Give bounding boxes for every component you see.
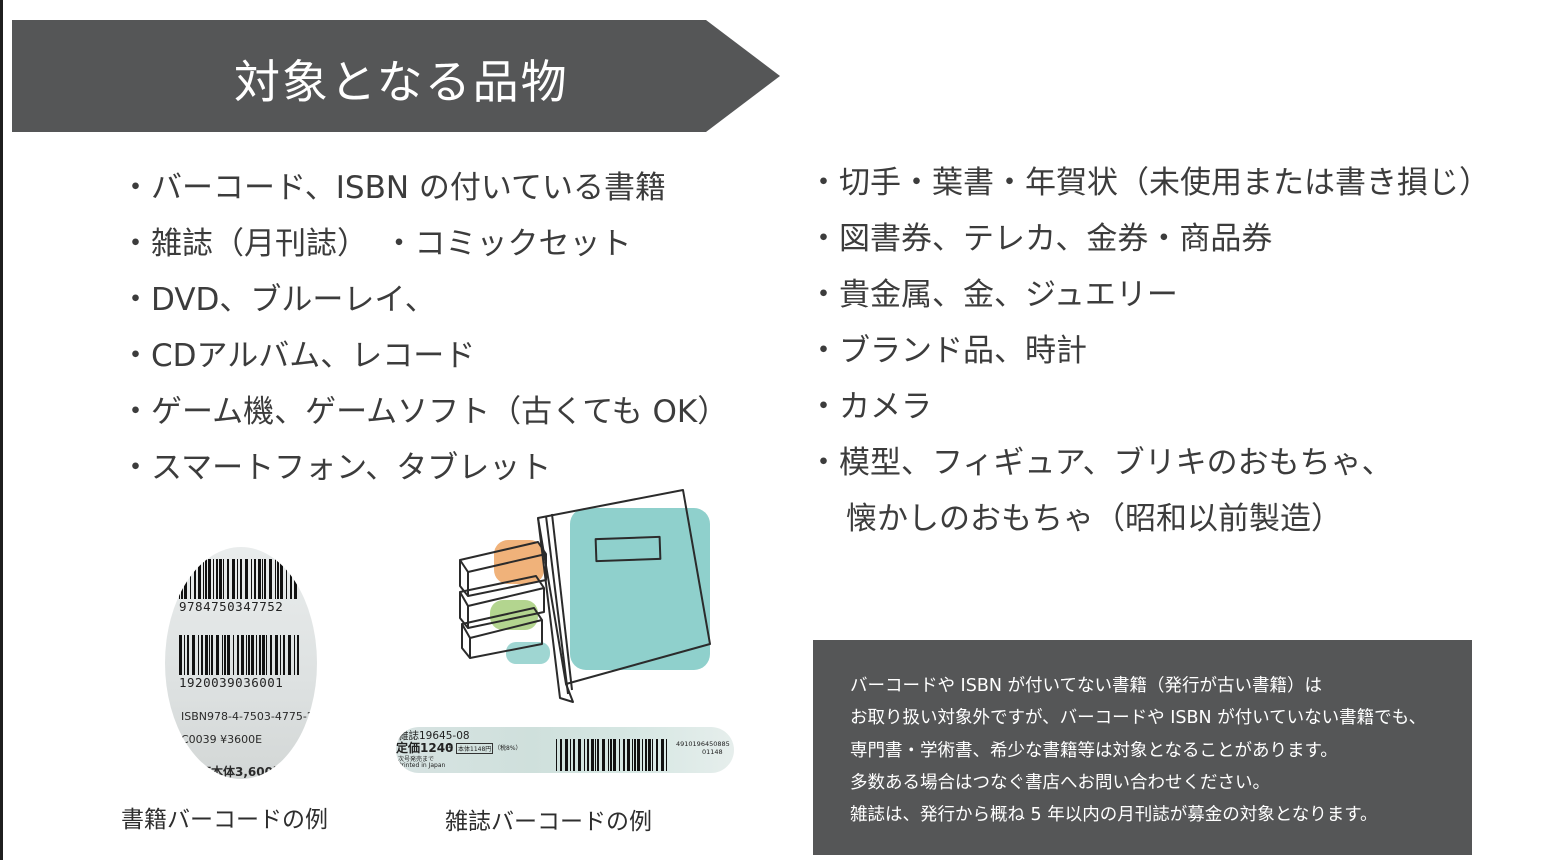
list-item: ・模型、フィギュア、ブリキのおもちゃ、: [808, 445, 1393, 481]
barcode-number-2: 1920039036001: [179, 675, 284, 690]
books-illustration: [459, 489, 711, 703]
list-item: ・貴金属、金、ジュエリー: [808, 277, 1178, 313]
magazine-barcode-caption: 雑誌バーコードの例: [445, 809, 652, 835]
list-item: ・雑誌（月刊誌） ・コミックセット: [120, 226, 632, 262]
list-item: ・CDアルバム、レコード: [120, 338, 476, 374]
tab-orange-shape: [494, 540, 544, 584]
list-item: ・図書券、テレカ、金券・商品券: [808, 221, 1273, 257]
book-cover-shape: [570, 508, 710, 670]
barcode-bars-1: [179, 559, 301, 599]
tab-blue-shape: [506, 642, 550, 664]
list-item: ・切手・葉書・年賀状（未使用または書き損じ）: [808, 165, 1490, 201]
magazine-price-big: 定価1240: [396, 741, 454, 755]
magazine-tax-text: （税8%）: [494, 745, 522, 752]
magazine-barcode-image: 雑誌19645-08 定価1240 円 本体1148円 （税8%） 次号発売まで…: [396, 727, 734, 773]
tab-green-shape: [490, 600, 538, 630]
list-item: ・ゲーム機、ゲームソフト（古くても OK）: [120, 394, 729, 430]
left-item-list: ・バーコード、ISBN の付いている書籍 ・雑誌（月刊誌） ・コミックセット ・…: [120, 160, 728, 496]
right-item-list: ・切手・葉書・年賀状（未使用または書き損じ） ・図書券、テレカ、金券・商品券 ・…: [808, 155, 1490, 547]
list-item: ・カメラ: [808, 389, 932, 425]
price-text: 定価本体3,600円＋税: [187, 765, 309, 779]
list-item: ・バーコード、ISBN の付いている書籍: [120, 170, 666, 206]
note-line: 多数ある場合はつなぐ書店へお問い合わせください。: [850, 773, 1270, 793]
list-item: ・ブランド品、時計: [808, 333, 1087, 369]
banner-arrow-shape: [12, 20, 780, 132]
note-line: 専門書・学術書、希少な書籍等は対象となることがあります。: [850, 741, 1338, 761]
note-line: お取り扱い対象外ですが、バーコードや ISBN が付いていない書籍でも、: [850, 708, 1427, 728]
magazine-code-text: 雑誌19645-08: [398, 730, 470, 742]
c-code-text: C0039 ¥3600E: [181, 733, 263, 746]
note-line: バーコードや ISBN が付いてない書籍（発行が古い書籍）は: [850, 676, 1322, 696]
book-barcode-image: 9784750347752 1920039036001 ISBN978-4-75…: [165, 547, 317, 779]
list-item: ・DVD、ブルーレイ、: [120, 282, 436, 318]
magazine-number-text: 4910196450885: [676, 740, 730, 748]
isbn-text: ISBN978-4-7503-4775-2: [181, 710, 314, 723]
magazine-barcode-bars: [556, 739, 670, 771]
magazine-note-text: 次号発売まで: [398, 756, 435, 763]
list-item-continuation: 懐かしのおもちゃ（昭和以前製造）: [846, 501, 1342, 537]
title-banner: 対象となる品物: [12, 20, 782, 132]
book-barcode-caption: 書籍バーコードの例: [121, 807, 328, 833]
left-edge-bar: [0, 0, 3, 860]
magazine-number2-text: 01148: [702, 748, 723, 756]
magazine-printed-text: Printed in Japan: [398, 762, 446, 769]
page-title: 対象となる品物: [234, 55, 569, 109]
barcode-number-1: 9784750347752: [179, 599, 284, 614]
magazine-price-unit: 円: [446, 744, 453, 752]
barcode-bars-2: [179, 635, 301, 675]
note-box: バーコードや ISBN が付いてない書籍（発行が古い書籍）は お取り扱い対象外で…: [813, 640, 1472, 855]
note-line: 雑誌は、発行から概ね 5 年以内の月刊誌が募金の対象となります。: [850, 805, 1378, 825]
magazine-price-detail: 本体1148円: [456, 743, 494, 754]
list-item: ・スマートフォン、タブレット: [120, 450, 552, 486]
